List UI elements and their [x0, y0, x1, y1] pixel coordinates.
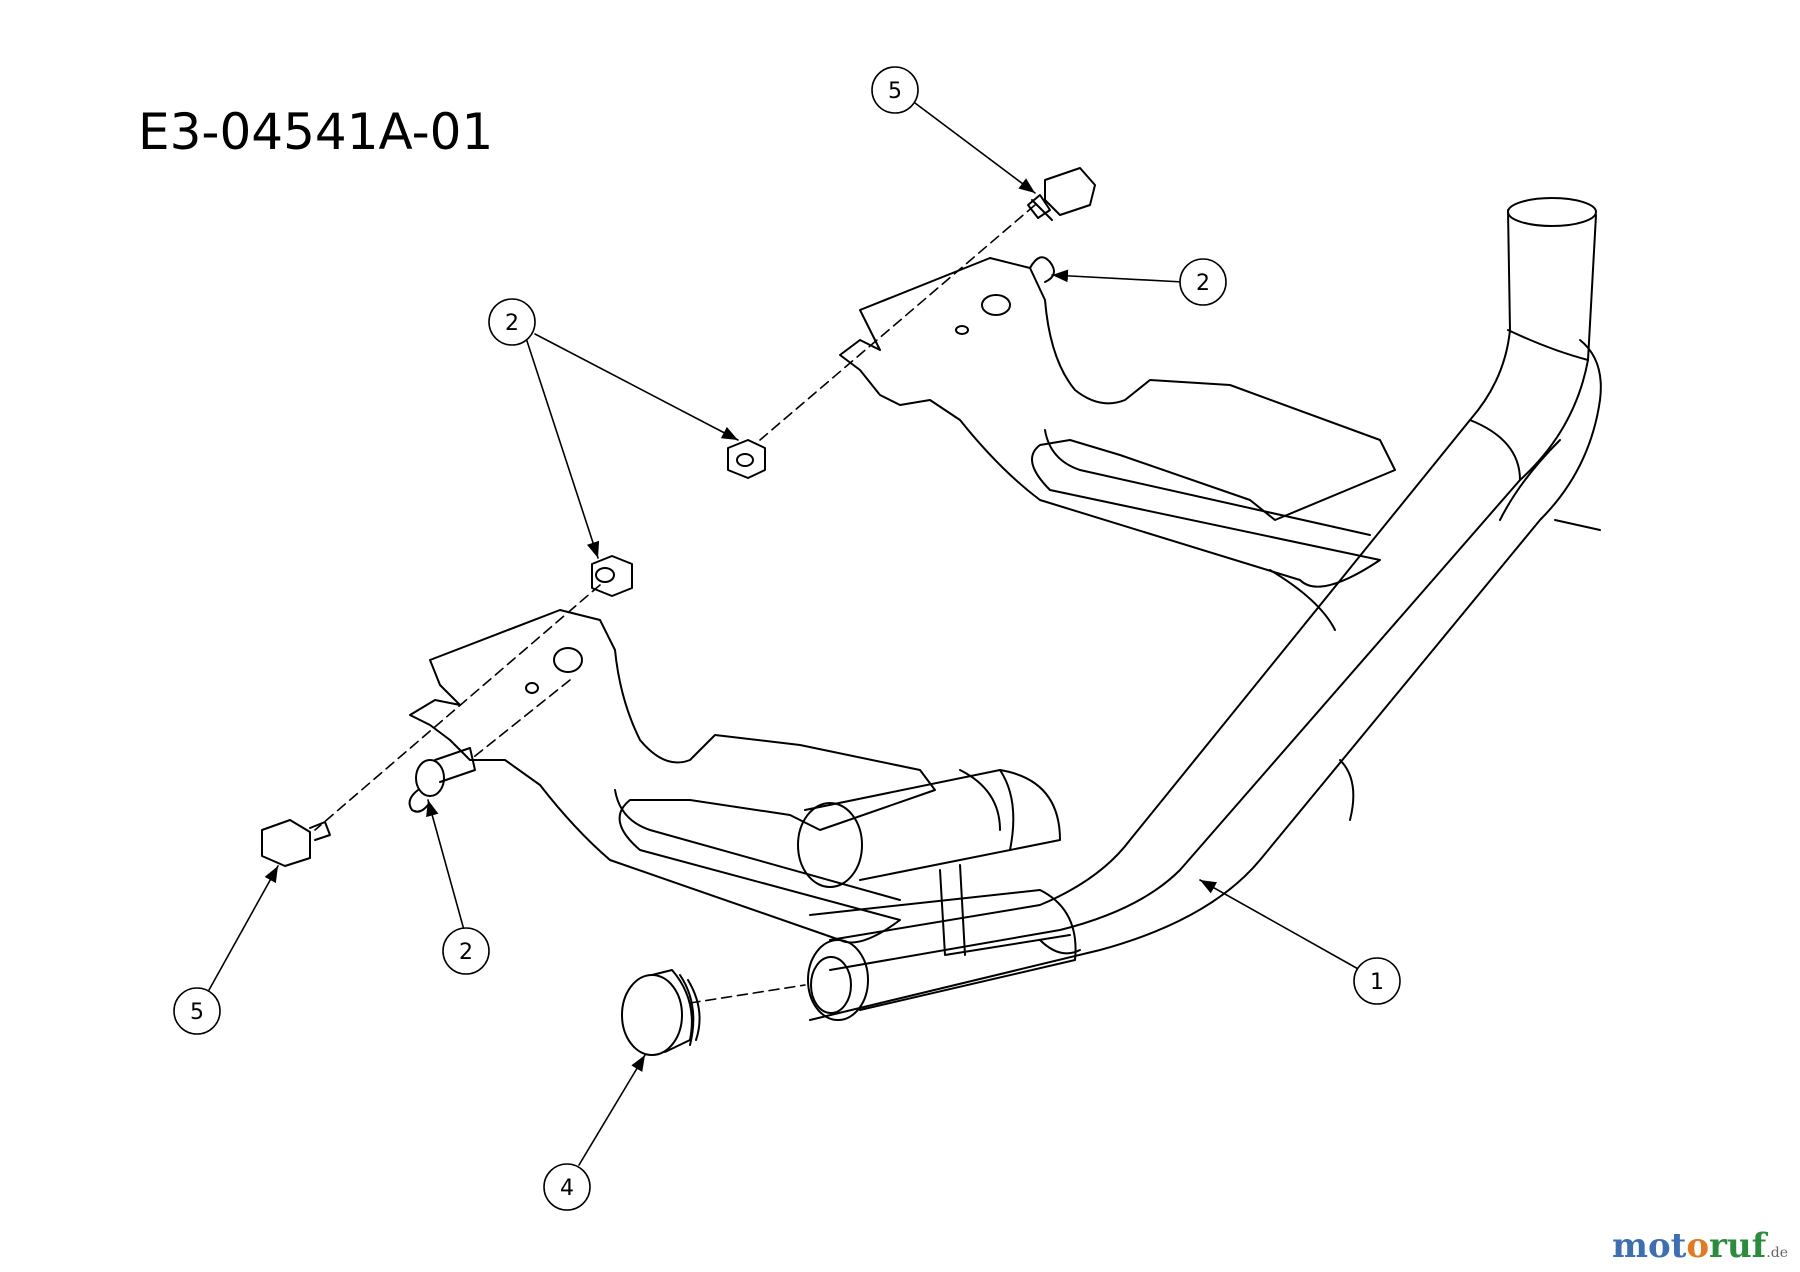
callout-2-right: 2 — [1179, 258, 1227, 306]
leader-lines — [208, 102, 1361, 1166]
diagram-id-title: E3-04541A-01 — [138, 103, 494, 161]
watermark-logo: motoruf.de — [1612, 1226, 1788, 1266]
nut-left — [591, 555, 633, 597]
end-cap-plug — [621, 969, 701, 1056]
callout-4: 4 — [543, 1163, 591, 1211]
bolt-left — [261, 819, 331, 867]
bumper-tube-frame — [797, 197, 1602, 1021]
callout-2-lower: 2 — [442, 927, 490, 975]
watermark-part: ruf — [1709, 1226, 1767, 1266]
left-bracket-plate — [409, 609, 936, 944]
callout-number: 2 — [505, 311, 519, 336]
pin-left — [408, 747, 476, 813]
callout-1: 1 — [1353, 957, 1401, 1005]
nut-right — [727, 439, 766, 479]
callout-number: 1 — [1370, 970, 1384, 995]
pin-right — [1029, 256, 1055, 283]
watermark-part: mot — [1611, 1226, 1687, 1266]
watermark-suffix: .de — [1766, 1245, 1788, 1261]
assembly-dashed-lines — [314, 204, 1036, 1004]
bolt-top-right — [1027, 167, 1096, 221]
callout-2-upper-left: 2 — [488, 298, 536, 346]
callout-number: 2 — [459, 940, 473, 965]
callout-number: 5 — [190, 1000, 204, 1025]
watermark-part: o — [1686, 1226, 1710, 1266]
right-bracket-plate — [839, 257, 1396, 588]
callout-number: 4 — [560, 1176, 574, 1201]
callout-number: 5 — [888, 79, 902, 104]
callout-5-top: 5 — [871, 66, 919, 114]
callout-balloons: 5 2 2 5 2 4 1 — [173, 66, 1401, 1211]
callout-5-left: 5 — [173, 987, 221, 1035]
callout-number: 2 — [1196, 271, 1210, 296]
